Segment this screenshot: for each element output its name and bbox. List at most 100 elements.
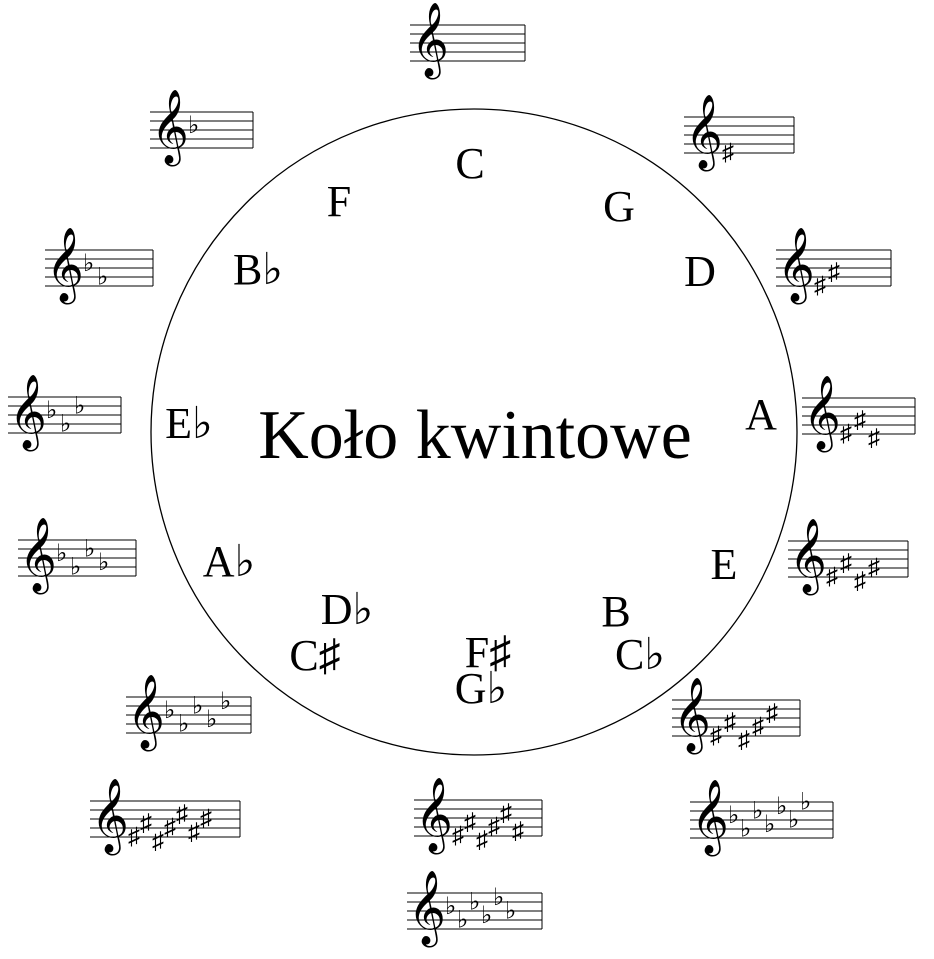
treble-clef-icon: 𝄞 xyxy=(19,519,57,595)
treble-clef-icon: 𝄞 xyxy=(9,376,47,452)
staff-sig-db: 𝄞♭♭♭♭♭ xyxy=(126,676,252,752)
flat-icon: ♭ xyxy=(188,113,199,139)
key-label-fs: F♯ xyxy=(465,628,511,677)
staff-sig-fs: 𝄞♯♯♯♯♯♯ xyxy=(414,779,543,855)
flat-icon: ♭ xyxy=(728,803,739,829)
staff-sig-e: 𝄞♯♯♯♯ xyxy=(788,520,909,596)
staff-sig-eb: 𝄞♭♭♭ xyxy=(8,376,122,452)
flat-icon: ♭ xyxy=(192,694,203,720)
sharp-icon: ♯ xyxy=(752,714,764,740)
sharp-icon: ♯ xyxy=(840,551,852,577)
key-label-db: D♭ xyxy=(321,585,374,634)
key-label-f: F xyxy=(327,177,351,226)
sharp-icon: ♯ xyxy=(200,806,212,832)
staff-sig-cs: 𝄞♯♯♯♯♯♯♯ xyxy=(90,780,241,856)
flat-icon: ♭ xyxy=(457,908,468,934)
flat-icon: ♭ xyxy=(46,398,57,424)
flat-icon: ♭ xyxy=(481,903,492,929)
fifths-circle xyxy=(150,108,798,756)
flat-icon: ♭ xyxy=(776,794,787,820)
treble-clef-icon: 𝄞 xyxy=(127,676,165,752)
sharp-icon: ♯ xyxy=(500,801,512,827)
key-label-d: D xyxy=(684,247,716,296)
treble-clef-icon: 𝄞 xyxy=(411,4,449,80)
sharp-icon: ♯ xyxy=(840,421,852,447)
flat-icon: ♭ xyxy=(752,799,763,825)
flat-icon: ♭ xyxy=(493,885,504,911)
key-label-eb: E♭ xyxy=(165,399,213,448)
flat-icon: ♭ xyxy=(83,251,94,277)
diagram-title: Koło kwintowe xyxy=(258,397,692,474)
sharp-icon: ♯ xyxy=(140,811,152,837)
treble-clef-icon: 𝄞 xyxy=(46,229,84,305)
sharp-icon: ♯ xyxy=(452,823,464,849)
flat-icon: ♭ xyxy=(84,537,95,563)
sharp-icon: ♯ xyxy=(868,426,880,452)
flat-icon: ♭ xyxy=(74,394,85,420)
sharp-icon: ♯ xyxy=(724,710,736,736)
treble-clef-icon: 𝄞 xyxy=(803,377,841,453)
key-label-b: B xyxy=(601,587,630,636)
treble-clef-icon: 𝄞 xyxy=(673,679,711,755)
flat-icon: ♭ xyxy=(764,812,775,838)
staff-sig-cb: 𝄞♭♭♭♭♭♭♭ xyxy=(690,781,834,857)
staff-sig-gb: 𝄞♭♭♭♭♭♭ xyxy=(407,872,543,948)
sharp-icon: ♯ xyxy=(476,828,488,854)
sharp-icon: ♯ xyxy=(814,273,826,299)
sharp-icon: ♯ xyxy=(868,555,880,581)
key-label-bb: B♭ xyxy=(233,245,283,294)
key-label-e: E xyxy=(711,540,738,589)
staff-sig-f: 𝄞♭ xyxy=(150,91,254,167)
flat-icon: ♭ xyxy=(469,890,480,916)
staff-sig-b: 𝄞♯♯♯♯♯ xyxy=(672,679,801,755)
sharp-icon: ♯ xyxy=(854,569,866,595)
sharp-icon: ♯ xyxy=(176,802,188,828)
sharp-icon: ♯ xyxy=(188,820,200,846)
sharp-icon: ♯ xyxy=(826,564,838,590)
staff-sig-g: 𝄞♯ xyxy=(684,96,795,172)
staff-sig-bb: 𝄞♭♭ xyxy=(45,229,154,305)
flat-icon: ♭ xyxy=(445,894,456,920)
staff-sig-d: 𝄞♯♯ xyxy=(776,229,892,305)
flat-icon: ♭ xyxy=(56,541,67,567)
flat-icon: ♭ xyxy=(505,899,516,925)
sharp-icon: ♯ xyxy=(512,819,524,845)
treble-clef-icon: 𝄞 xyxy=(685,96,723,172)
key-label-ab: A♭ xyxy=(203,537,256,586)
key-signature-staves: 𝄞𝄞♯𝄞♯♯𝄞♯♯♯𝄞♯♯♯♯𝄞♯♯♯♯♯𝄞♯♯♯♯♯♯𝄞♯♯♯♯♯♯♯𝄞♭♭♭… xyxy=(8,4,916,948)
key-label-cs: C♯ xyxy=(289,631,340,680)
sharp-icon: ♯ xyxy=(854,408,866,434)
flat-icon: ♭ xyxy=(70,555,81,581)
sharp-icon: ♯ xyxy=(128,824,140,850)
treble-clef-icon: 𝄞 xyxy=(789,520,827,596)
sharp-icon: ♯ xyxy=(164,815,176,841)
key-label-a: A xyxy=(745,390,777,439)
staff-sig-c: 𝄞 xyxy=(410,4,526,80)
flat-icon: ♭ xyxy=(740,817,751,843)
sharp-icon: ♯ xyxy=(722,140,734,166)
sharp-icon: ♯ xyxy=(738,728,750,754)
flat-icon: ♭ xyxy=(98,550,109,576)
sharp-icon: ♯ xyxy=(710,723,722,749)
flat-icon: ♭ xyxy=(800,790,811,816)
sharp-icon: ♯ xyxy=(766,701,778,727)
key-label-cb: C♭ xyxy=(615,630,665,679)
treble-clef-icon: 𝄞 xyxy=(777,229,815,305)
treble-clef-icon: 𝄞 xyxy=(151,91,189,167)
flat-icon: ♭ xyxy=(206,707,217,733)
flat-icon: ♭ xyxy=(178,712,189,738)
key-label-gb: G♭ xyxy=(455,664,508,713)
treble-clef-icon: 𝄞 xyxy=(91,780,129,856)
treble-clef-icon: 𝄞 xyxy=(691,781,729,857)
flat-icon: ♭ xyxy=(164,698,175,724)
treble-clef-icon: 𝄞 xyxy=(415,779,453,855)
flat-icon: ♭ xyxy=(60,412,71,438)
flat-icon: ♭ xyxy=(97,265,108,291)
key-label-g: G xyxy=(603,182,635,231)
flat-icon: ♭ xyxy=(220,689,231,715)
flat-icon: ♭ xyxy=(788,808,799,834)
sharp-icon: ♯ xyxy=(488,814,500,840)
staff-sig-ab: 𝄞♭♭♭♭ xyxy=(18,519,137,595)
treble-clef-icon: 𝄞 xyxy=(408,872,446,948)
